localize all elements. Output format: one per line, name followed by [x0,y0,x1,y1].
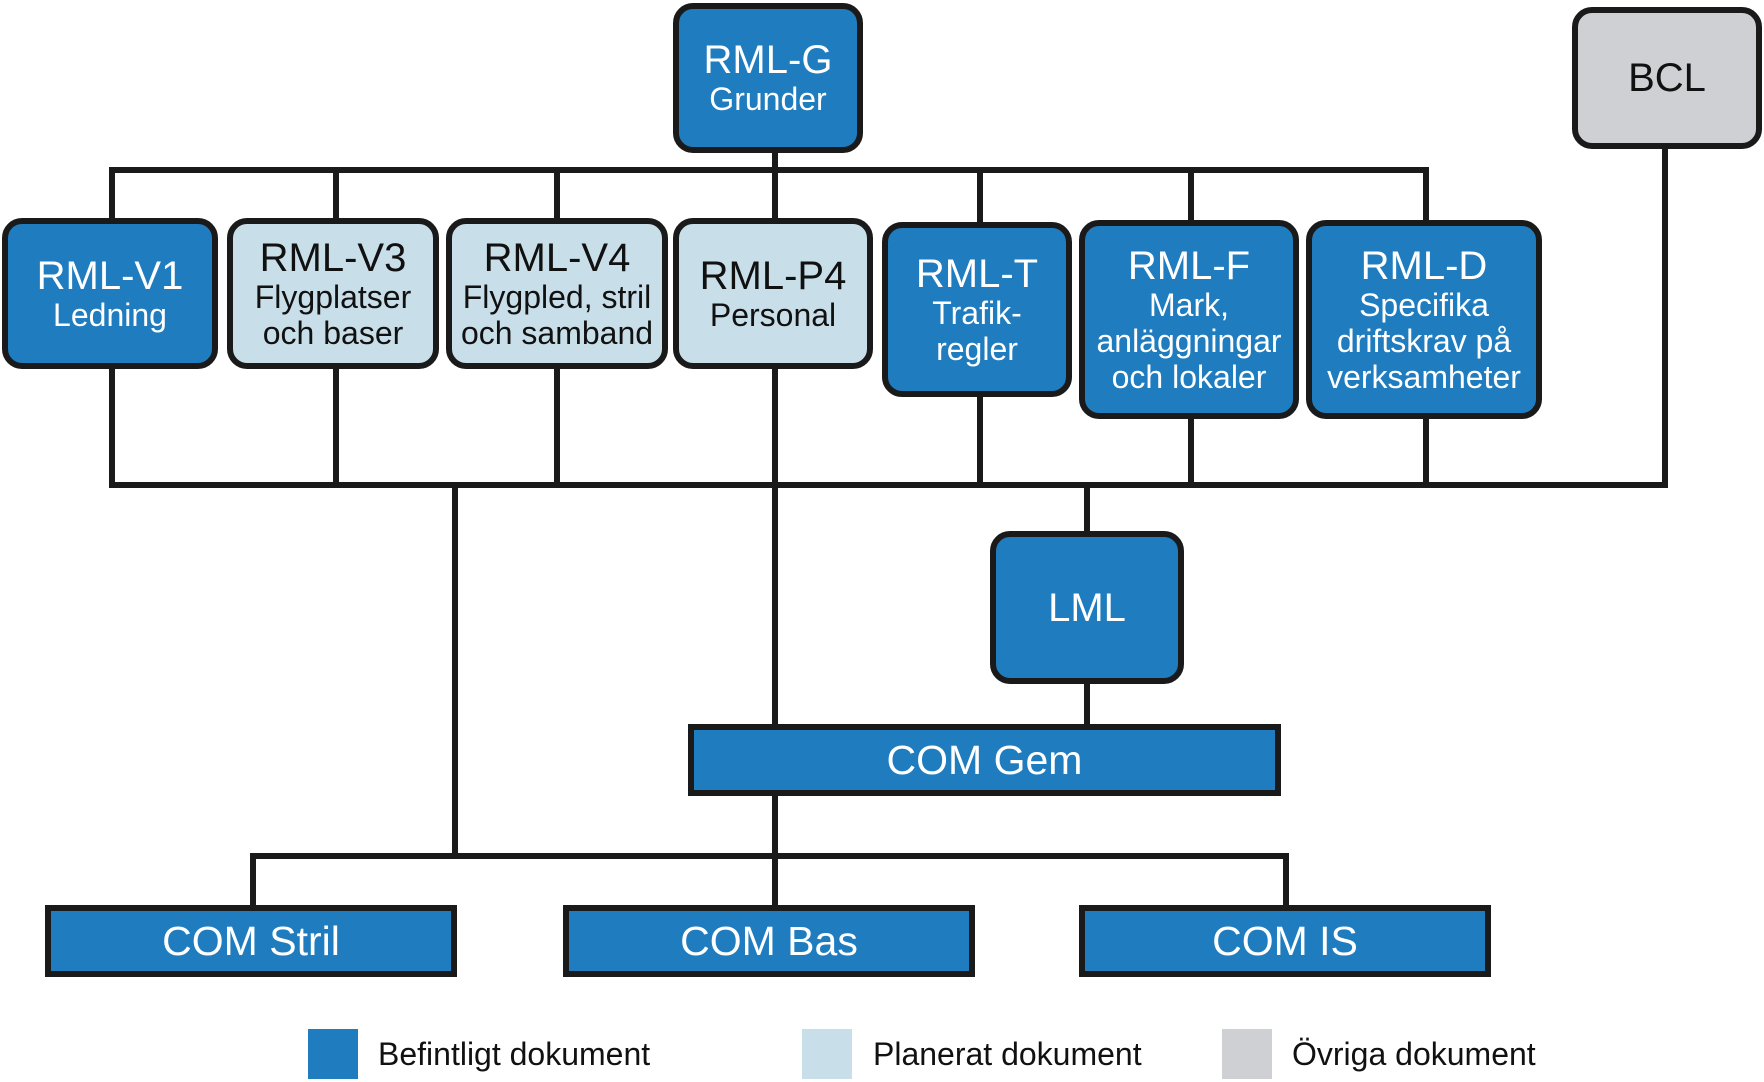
node-code: RML-D [1360,243,1488,288]
node-subtitle-line: Flygplatser [254,278,412,315]
legend-label-other: Övriga dokument [1292,1036,1536,1072]
node-com-stril: COM Stril [45,905,457,977]
node-com-bas: COM Bas [563,905,975,977]
node-code: RML-T [915,251,1039,296]
legend-swatch-planned [802,1029,852,1079]
node-bcl: BCL [1572,7,1762,149]
node-com-gem: COM Gem [688,724,1281,796]
node-rml-g: RML-G Grunder [673,3,863,153]
node-subtitle-line: driftskrav på [1336,322,1512,359]
node-rml-t: RML-T Trafik- regler [882,222,1072,397]
node-code: BCL [1628,56,1706,100]
node-rml-v4: RML-V4 Flygpled, stril och samband [446,218,668,369]
node-code: RML-G [703,38,833,82]
node-code: LML [1048,585,1126,630]
legend-swatch-existing [308,1029,358,1079]
node-subtitle-line: Flygpled, stril [462,278,652,315]
node-code: RML-P4 [699,253,847,298]
node-com-is: COM IS [1079,905,1491,977]
node-subtitle: Personal [709,296,837,333]
node-subtitle-line: och lokaler [1111,358,1267,395]
node-subtitle-line: Trafik- [932,294,1022,331]
node-subtitle-line: regler [936,330,1018,367]
legend-label-existing: Befintligt dokument [378,1036,651,1072]
legend-swatch-other [1222,1029,1272,1079]
legend-label-planned: Planerat dokument [873,1036,1142,1072]
node-code: RML-V4 [483,235,631,280]
node-subtitle: Grunder [709,81,827,117]
node-subtitle-line: anläggningar [1096,322,1282,359]
node-subtitle-line: och samband [460,314,654,351]
node-rml-d: RML-D Specifika driftskrav på verksamhet… [1306,220,1542,419]
node-subtitle-line: Mark, [1149,286,1229,323]
node-subtitle: Ledning [53,296,167,333]
node-code: RML-F [1127,243,1251,288]
node-subtitle-line: och baser [262,314,404,351]
node-rml-v3: RML-V3 Flygplatser och baser [227,218,439,369]
node-code: RML-V3 [259,235,407,280]
node-rml-f: RML-F Mark, anläggningar och lokaler [1079,220,1299,419]
node-code: RML-V1 [36,253,184,298]
node-lml: LML [990,531,1184,684]
node-subtitle-line: Specifika [1359,286,1489,323]
node-rml-p4: RML-P4 Personal [673,218,873,369]
node-subtitle-line: verksamheter [1327,358,1521,395]
node-rml-v1: RML-V1 Ledning [2,218,218,369]
